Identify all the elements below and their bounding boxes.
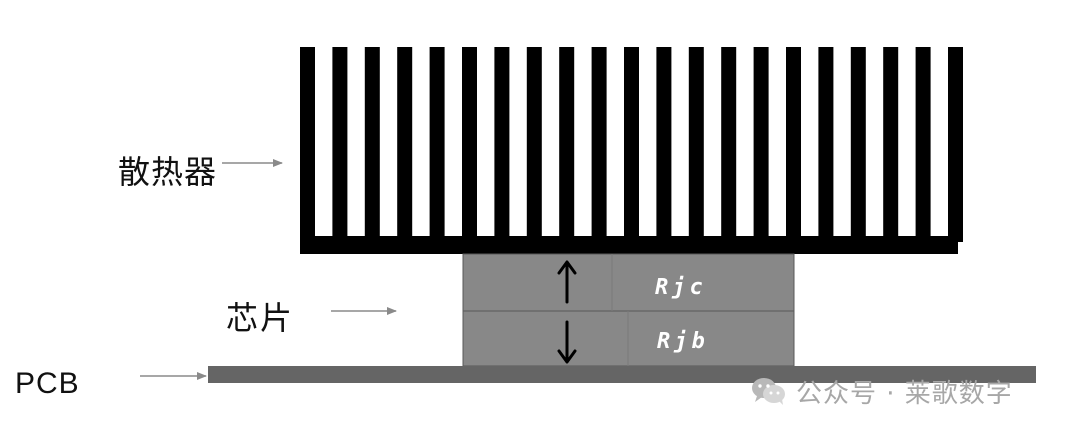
heatsink-fin bbox=[494, 47, 510, 242]
heatsink-fin bbox=[559, 47, 575, 242]
chip-label: 芯片 bbox=[226, 299, 295, 337]
heat-flow-up-arrow bbox=[557, 260, 577, 304]
heatsink-fin bbox=[656, 47, 672, 242]
heatsink-fin bbox=[429, 47, 445, 242]
heatsink-fin bbox=[591, 47, 607, 242]
heatsink-fin bbox=[364, 47, 380, 242]
heatsink-fin bbox=[462, 47, 477, 242]
heatsink-fin bbox=[753, 47, 769, 242]
pcb-label: PCB bbox=[15, 367, 80, 400]
pcb-board bbox=[208, 366, 1036, 383]
heatsink-fin bbox=[883, 47, 899, 242]
heatsink-fin bbox=[850, 47, 866, 242]
junction-case-resistance-label: Rjc bbox=[655, 275, 707, 300]
heatsink-fin bbox=[915, 47, 931, 242]
heatsink-fin bbox=[300, 47, 315, 242]
heatsink-label: 散热器 bbox=[118, 153, 218, 191]
wechat-icon bbox=[752, 378, 785, 405]
heatsink-fin bbox=[721, 47, 737, 242]
heatsink-fins bbox=[300, 47, 963, 242]
chip-upper-layer bbox=[462, 253, 795, 312]
heatsink-fin bbox=[332, 47, 348, 242]
heatsink-fin bbox=[688, 47, 704, 242]
junction-board-resistance-label: Rjb bbox=[657, 329, 709, 354]
heatsink-fin bbox=[397, 47, 413, 242]
heatsink-fin bbox=[948, 47, 963, 242]
heatsink-fin bbox=[786, 47, 801, 242]
heatsink bbox=[300, 47, 963, 254]
heatsink-fin bbox=[624, 47, 639, 242]
wechat-watermark: 公众号 · 莱歌数字 bbox=[750, 374, 1013, 409]
chip bbox=[462, 253, 795, 367]
heatsink-fin bbox=[526, 47, 542, 242]
heatsink-fin bbox=[818, 47, 834, 242]
watermark-text: 公众号 · 莱歌数字 bbox=[796, 378, 1013, 409]
heat-flow-down-arrow bbox=[557, 320, 577, 364]
